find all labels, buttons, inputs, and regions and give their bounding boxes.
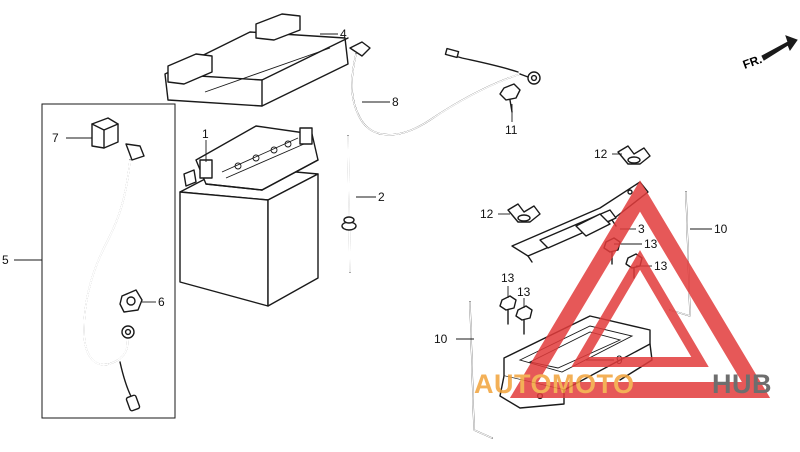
support-rod-left bbox=[469, 301, 493, 439]
callout-13-b: 13 bbox=[654, 259, 668, 273]
callout-11: 11 bbox=[505, 123, 518, 137]
callout-4: 4 bbox=[340, 27, 347, 41]
bolt-13d bbox=[515, 305, 533, 335]
battery bbox=[179, 125, 319, 307]
battery-breather-tube bbox=[341, 135, 357, 273]
bolt-13c bbox=[499, 295, 517, 325]
callout-13-a: 13 bbox=[644, 237, 658, 251]
watermark-brand-part1: AUTOMOTO bbox=[474, 369, 635, 399]
callout-3: 3 bbox=[638, 222, 645, 236]
support-rod-right bbox=[669, 191, 691, 317]
callout-7: 7 bbox=[52, 131, 59, 145]
battery-cover bbox=[164, 13, 349, 107]
wire-harness-group-box bbox=[41, 103, 176, 419]
wing-nut-lower bbox=[507, 203, 541, 223]
callout-2: 2 bbox=[378, 190, 385, 204]
positive-cable bbox=[349, 41, 541, 136]
wing-nut-upper bbox=[617, 145, 651, 165]
callout-12-lower: 12 bbox=[480, 207, 494, 221]
bolt-11 bbox=[499, 83, 521, 113]
callout-13-c: 13 bbox=[501, 271, 515, 285]
watermark-brand-part2: HUB bbox=[712, 369, 772, 399]
callout-13-d: 13 bbox=[517, 285, 531, 299]
front-direction-arrow: FR. bbox=[741, 35, 798, 72]
watermark-triangle-icon bbox=[509, 180, 771, 398]
terminal-boot bbox=[119, 289, 143, 313]
direction-label: FR. bbox=[741, 52, 764, 72]
callout-12-upper: 12 bbox=[594, 147, 608, 161]
battery-cable bbox=[83, 143, 145, 412]
callout-6: 6 bbox=[158, 295, 165, 309]
callout-10-right: 10 bbox=[714, 222, 728, 236]
callout-10-left: 10 bbox=[434, 332, 448, 346]
callout-leaders bbox=[14, 33, 712, 361]
watermark: AUTOMOTO HUB bbox=[474, 180, 772, 399]
callout-8: 8 bbox=[392, 95, 399, 109]
callout-5: 5 bbox=[2, 253, 9, 267]
terminal-cover bbox=[91, 117, 119, 149]
callout-1: 1 bbox=[202, 127, 209, 141]
